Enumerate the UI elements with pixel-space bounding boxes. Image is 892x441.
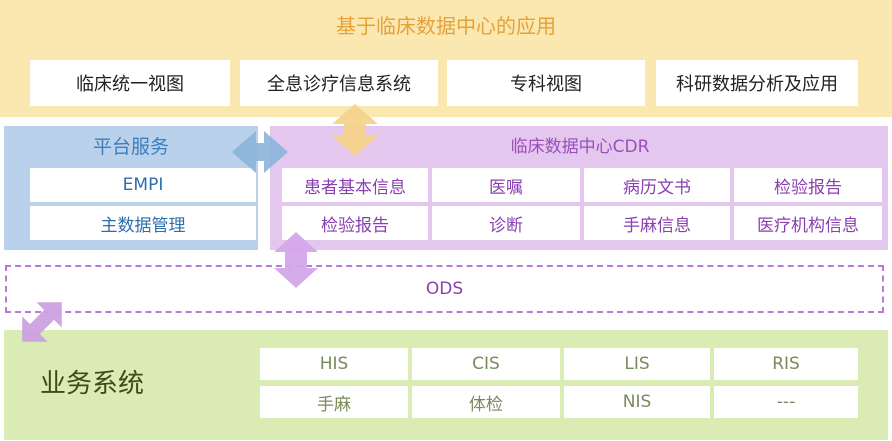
business-item: RIS [714, 348, 858, 380]
business-systems-title: 业务系统 [40, 369, 145, 399]
cdr-ods-double-arrow-icon [274, 232, 318, 288]
cdr-item: 诊断 [432, 206, 580, 240]
cdr-item: 检验报告 [282, 206, 428, 240]
business-item: 手麻 [260, 386, 408, 418]
business-item: --- [714, 386, 858, 418]
application-layer-title: 基于临床数据中心的应用 [336, 14, 556, 38]
cdr-item: 手麻信息 [584, 206, 730, 240]
app-item-clinical-unified-view: 临床统一视图 [30, 60, 230, 106]
platform-services-title: 平台服务 [92, 136, 169, 158]
cdr-item: 检验报告 [734, 168, 882, 202]
ods-panel [5, 265, 884, 313]
app-item-holographic-system: 全息诊疗信息系统 [240, 60, 438, 106]
business-item: LIS [564, 348, 710, 380]
business-item: NIS [564, 386, 710, 418]
cdr-item: 病历文书 [584, 168, 730, 202]
cdr-title: 临床数据中心CDR [510, 137, 650, 157]
ods-label: ODS [425, 279, 464, 299]
business-item: CIS [412, 348, 560, 380]
platform-item-master-data: 主数据管理 [30, 206, 256, 240]
platform-item-empi: EMPI [30, 168, 256, 202]
platform-cdr-double-arrow-icon [232, 131, 288, 173]
cdr-item: 医疗机构信息 [734, 206, 882, 240]
ods-business-double-arrow-icon [22, 302, 62, 342]
business-item: 体检 [412, 386, 560, 418]
cdr-item: 医嘱 [432, 168, 580, 202]
app-item-research-analysis: 科研数据分析及应用 [656, 60, 858, 106]
cdr-item: 患者基本信息 [282, 168, 428, 202]
business-item: HIS [260, 348, 408, 380]
app-item-specialty-view: 专科视图 [447, 60, 645, 106]
app-cdr-double-arrow-icon [332, 104, 378, 156]
